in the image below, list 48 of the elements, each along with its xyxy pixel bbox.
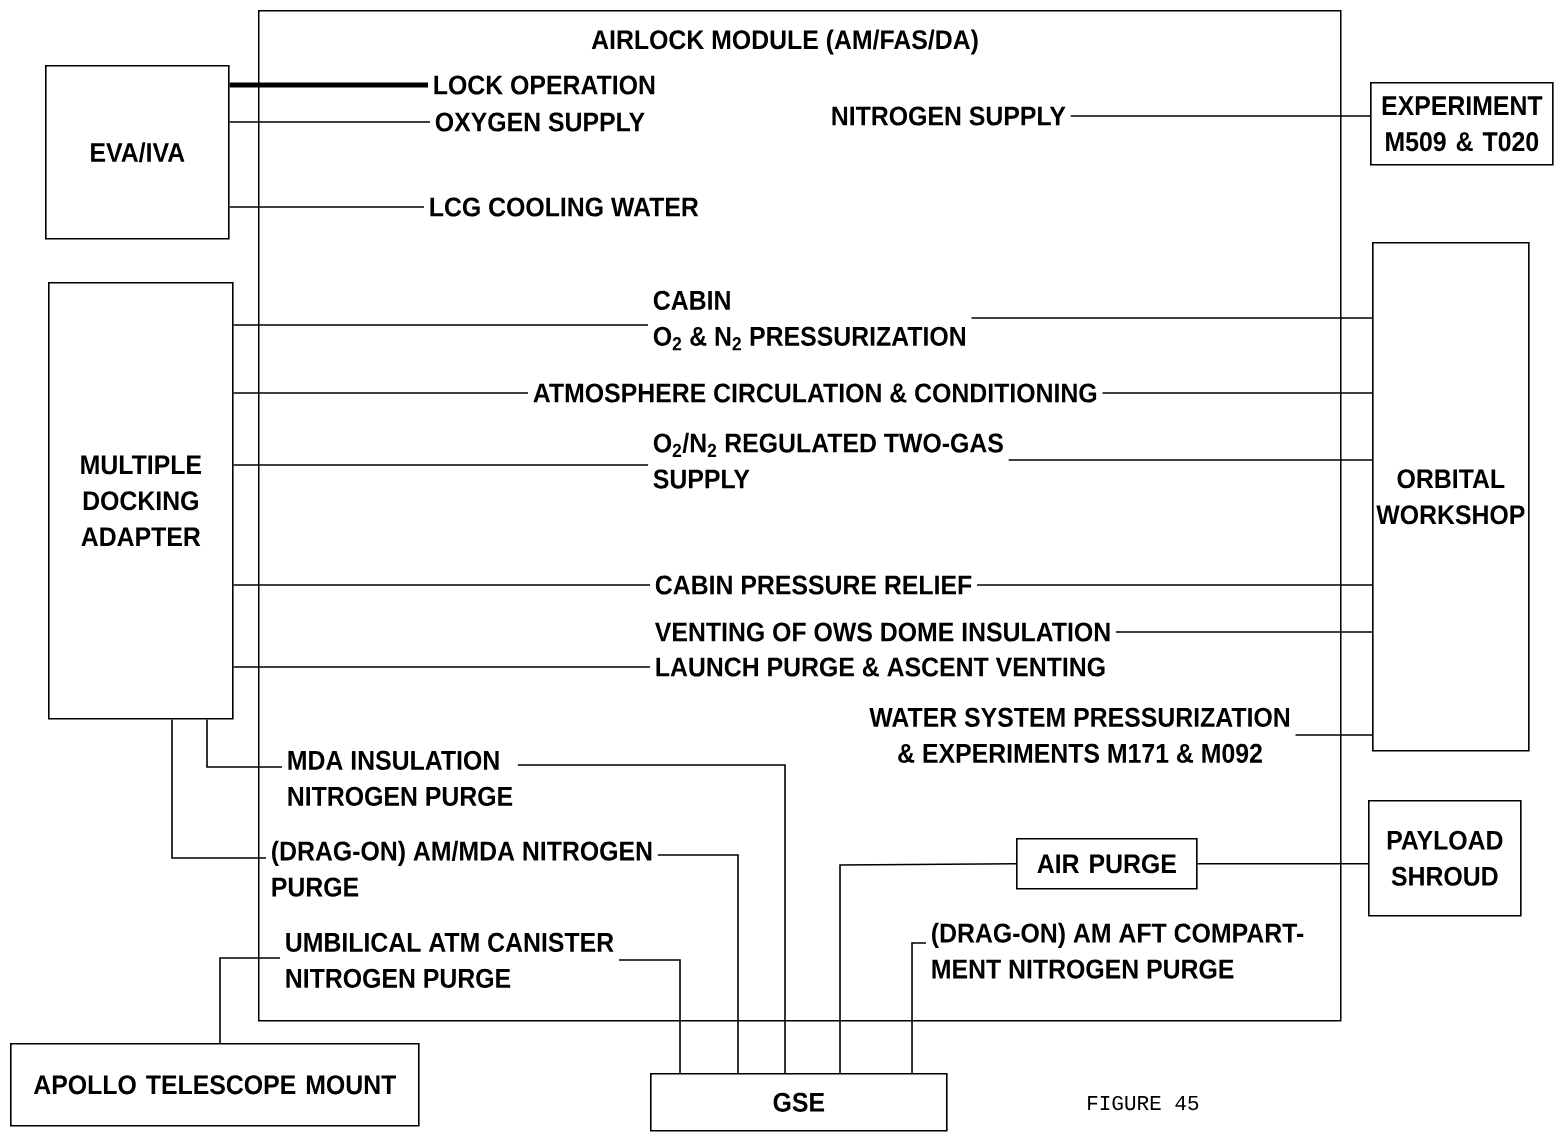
connector-line bbox=[1101, 392, 1373, 394]
system-box: MULTIPLE DOCKING ADAPTER bbox=[48, 282, 234, 720]
connector-line bbox=[232, 584, 651, 586]
connector-line bbox=[970, 317, 1373, 319]
line-label: (DRAG-ON) AM AFT COMPART- MENT NITROGEN PURGE bbox=[932, 922, 1304, 979]
line-label: ATMOSPHERE CIRCULATION & CONDITIONING bbox=[533, 383, 1097, 403]
system-box: EXPERIMENT M509 & T020 bbox=[1370, 82, 1554, 166]
connector-line bbox=[618, 959, 681, 1074]
connector-line bbox=[228, 121, 431, 123]
system-box: ORBITAL WORKSHOP bbox=[1372, 242, 1530, 752]
system-box: PAYLOAD SHROUD bbox=[1368, 800, 1522, 917]
line-label: UMBILICAL ATM CANISTER NITROGEN PURGE bbox=[286, 932, 614, 988]
line-label: O$_{2}$/N$_{2}$ REGULATED TWO-GAS SUPPLY bbox=[653, 432, 1003, 489]
line-label: (DRAG-ON) AM/MDA NITROGEN PURGE bbox=[272, 840, 652, 897]
connector-line bbox=[232, 324, 649, 326]
line-label: LOCK OPERATION bbox=[434, 75, 655, 95]
connector-line bbox=[229, 82, 428, 88]
connector-line bbox=[232, 464, 649, 466]
line-label: LCG COOLING WATER bbox=[430, 197, 699, 217]
connector-line bbox=[517, 764, 786, 1074]
connector-line bbox=[1069, 115, 1371, 117]
connector-line bbox=[232, 666, 651, 668]
line-label: WATER SYSTEM PRESSURIZATION & EXPERIMENTS M171 & M092 bbox=[869, 707, 1290, 763]
system-box: APOLLO TELESCOPE MOUNT bbox=[10, 1043, 420, 1127]
connector-line bbox=[206, 718, 283, 768]
connector-line bbox=[232, 392, 529, 394]
connector-line bbox=[1294, 734, 1373, 736]
connector-line bbox=[1007, 459, 1373, 461]
connector-line bbox=[911, 942, 927, 1074]
connector-line bbox=[219, 957, 281, 1044]
line-label: CABIN O$_{2}$ & N$_{2}$ PRESSURIZATION bbox=[653, 290, 965, 351]
connector-line bbox=[976, 584, 1373, 586]
connector-line bbox=[1115, 631, 1373, 633]
line-label: NITROGEN SUPPLY bbox=[832, 106, 1066, 126]
connector-line bbox=[657, 854, 739, 1074]
system-box: GSE bbox=[650, 1073, 948, 1132]
connector-line bbox=[1196, 863, 1369, 865]
system-box: EVA/IVA bbox=[45, 65, 230, 240]
figure-number: FIGURE 45 bbox=[1088, 1095, 1199, 1111]
connector-line bbox=[228, 206, 425, 208]
system-box: AIR PURGE bbox=[1016, 838, 1198, 890]
line-label: CABIN PRESSURE RELIEF bbox=[655, 575, 972, 595]
line-label: VENTING OF OWS DOME INSULATION bbox=[655, 622, 1110, 642]
line-label: OXYGEN SUPPLY bbox=[435, 112, 645, 132]
connector-line bbox=[171, 718, 267, 859]
line-label: MDA INSULATION NITROGEN PURGE bbox=[288, 750, 513, 806]
connector-line bbox=[839, 863, 1017, 1074]
line-label: LAUNCH PURGE & ASCENT VENTING bbox=[656, 657, 1105, 677]
